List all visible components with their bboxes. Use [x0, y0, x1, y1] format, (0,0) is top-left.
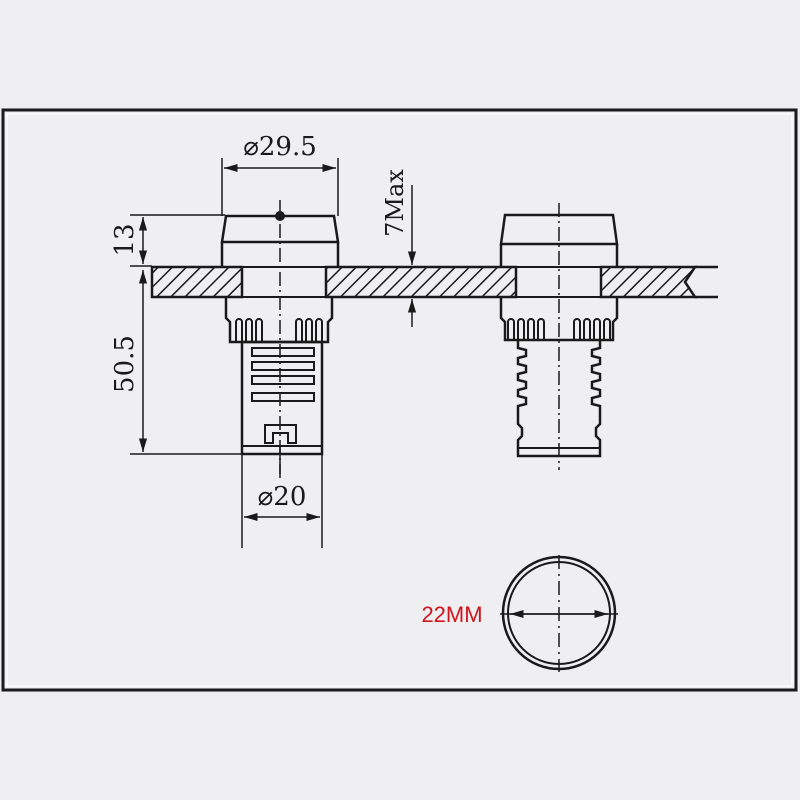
side-section-view [220, 200, 340, 480]
knurled-nut [499, 297, 619, 342]
mounting-panel [150, 265, 718, 299]
body-length-label: 50.5 [110, 335, 140, 393]
dimension-body-diameter: ⌀20 [241, 446, 323, 548]
cap-height-label: 13 [110, 223, 140, 256]
body-diameter-label: ⌀20 [258, 482, 307, 512]
terminal [264, 424, 297, 444]
dimension-body-length: 50.5 [110, 270, 242, 455]
dimension-cap-diameter: ⌀29.5 [221, 132, 339, 216]
center-dot-icon [275, 211, 285, 221]
dimension-panel-thickness: 7Max [381, 169, 417, 327]
dimension-cap-height: 13 [110, 214, 225, 267]
lamp-body [240, 340, 324, 456]
panel-thickness-label: 7Max [381, 169, 409, 237]
side-exterior-view [499, 203, 619, 470]
mounting-hole-view: 22MM [421, 555, 618, 672]
drawing-frame [1, 108, 798, 692]
heat-fins [251, 347, 315, 402]
mounting-hole-label: 22MM [421, 602, 482, 627]
cap-diameter-label: ⌀29.5 [243, 132, 317, 162]
